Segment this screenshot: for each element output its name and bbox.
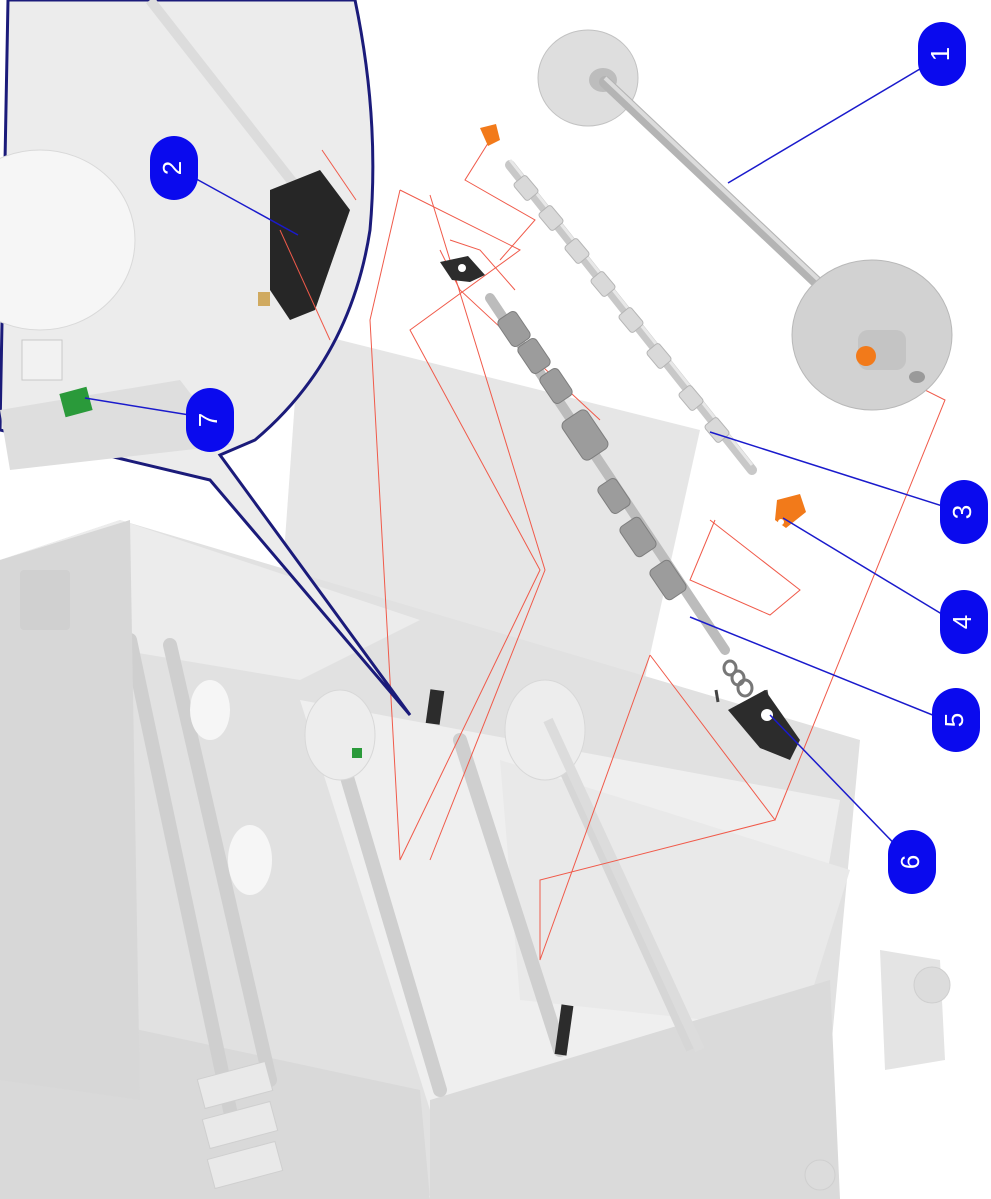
orange-bushing-part bbox=[480, 124, 806, 528]
leader-line-1 bbox=[727, 59, 936, 184]
callout-3: 3 bbox=[940, 480, 988, 544]
callout-6: 6 bbox=[888, 830, 936, 894]
leader-lines bbox=[84, 59, 956, 861]
magnifier-detail bbox=[0, 0, 412, 716]
printer-body bbox=[0, 330, 951, 1199]
spindle-part bbox=[537, 29, 953, 411]
callout-number-4: 4 bbox=[947, 615, 977, 629]
callout-number-1: 1 bbox=[925, 47, 955, 61]
leader-line-3 bbox=[709, 431, 956, 511]
callout-7: 7 bbox=[186, 388, 234, 452]
leader-line-4 bbox=[782, 517, 956, 623]
callout-number-5: 5 bbox=[939, 713, 969, 727]
callout-2: 2 bbox=[150, 136, 198, 200]
callout-number-2: 2 bbox=[157, 161, 187, 175]
roller-holder-part bbox=[440, 256, 800, 760]
leader-line-6 bbox=[769, 714, 911, 861]
callout-5: 5 bbox=[932, 688, 980, 752]
callout-number-6: 6 bbox=[895, 855, 925, 869]
callout-4: 4 bbox=[940, 590, 988, 654]
callout-number-7: 7 bbox=[193, 413, 223, 427]
callout-number-3: 3 bbox=[947, 505, 977, 519]
callout-1: 1 bbox=[918, 22, 966, 86]
installed-parts bbox=[352, 689, 574, 1056]
lower-roller-shaft-part bbox=[485, 293, 770, 703]
leader-line-2 bbox=[179, 169, 299, 236]
leader-line-5 bbox=[689, 616, 946, 721]
